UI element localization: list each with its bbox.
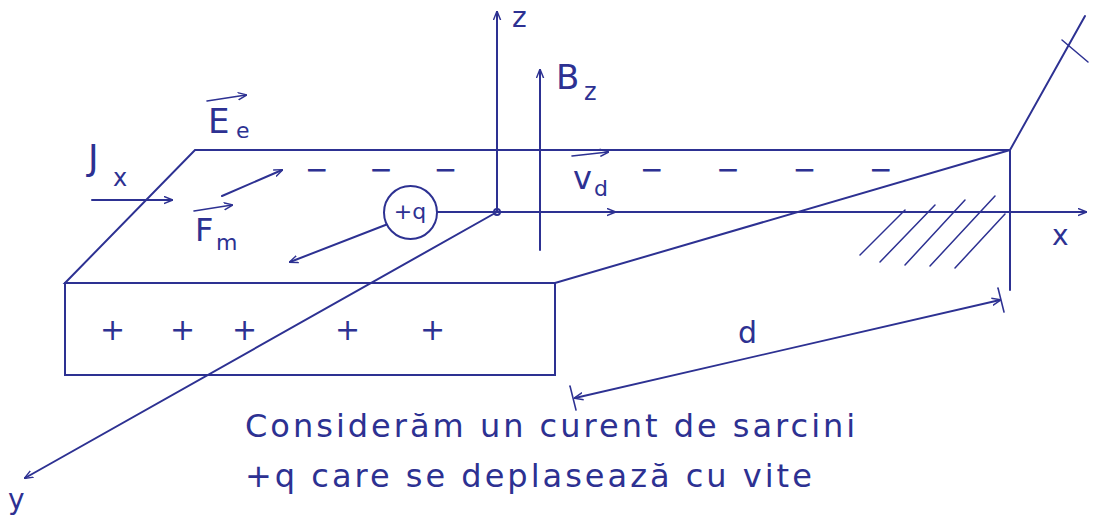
vector-sign <box>194 205 232 211</box>
symbol-letter: B <box>556 60 579 94</box>
axis-label: x <box>1052 222 1069 250</box>
charge-label: +q <box>394 201 426 223</box>
magnetic-field-arrow <box>539 70 541 250</box>
note-text: +q care se deplasează cu vite <box>245 460 815 492</box>
side-hatching <box>860 196 1005 268</box>
symbol-letter: F <box>195 214 213 246</box>
subscript: d <box>594 178 608 200</box>
symbol-letter: E <box>208 104 229 138</box>
symbol-letter: v <box>573 162 592 194</box>
charge-signs: − − − − <box>640 156 915 184</box>
charge-sign: + <box>170 315 195 345</box>
vector-sign <box>207 95 246 101</box>
back-edge <box>1009 150 1011 290</box>
axis-extension <box>1010 16 1085 150</box>
axis-label: y <box>8 486 25 514</box>
electric-field-arrow <box>222 170 282 196</box>
charge-sign: + <box>100 315 125 345</box>
current-arrow <box>92 199 172 201</box>
dimension-label: d <box>738 318 757 348</box>
subscript: x <box>113 166 127 190</box>
axis-label: z <box>512 4 527 32</box>
charge-sign: + <box>335 315 360 345</box>
front-face <box>65 283 555 375</box>
magnetic-force-arrow <box>290 224 388 262</box>
top-face <box>65 150 1010 283</box>
charge-circle: +q <box>383 185 438 240</box>
dimension-line <box>575 300 1000 398</box>
axis-mark <box>1062 40 1088 62</box>
note-text: Considerăm un curent de sarcini <box>245 410 858 442</box>
drift-velocity-arrow <box>497 211 615 213</box>
symbol-letter: J <box>88 140 99 176</box>
dimension-tick <box>570 386 576 410</box>
charge-path <box>435 211 497 213</box>
charge-signs: − − − <box>305 156 473 184</box>
dimension-tick <box>998 288 1004 312</box>
x-axis <box>497 211 1086 213</box>
vector-sign <box>572 152 608 156</box>
subscript: e <box>236 120 250 142</box>
charge-sign: + <box>420 315 445 345</box>
origin-dot <box>494 209 500 215</box>
charge-sign: + <box>232 315 257 345</box>
subscript: m <box>216 232 237 254</box>
subscript: z <box>584 80 597 104</box>
z-axis <box>496 12 498 212</box>
